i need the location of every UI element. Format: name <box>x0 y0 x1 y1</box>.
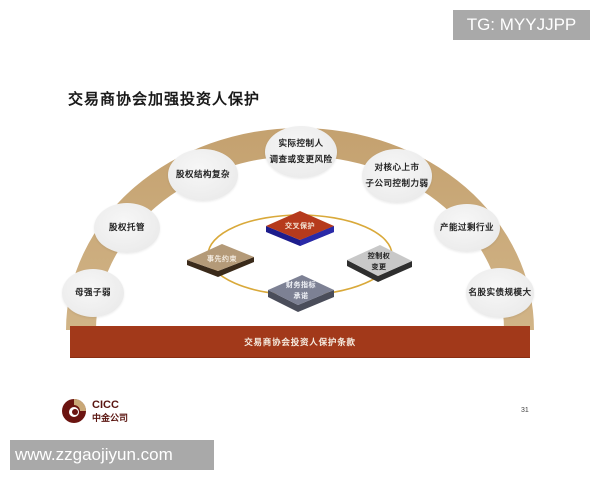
tile-cross-protection <box>266 211 334 246</box>
risk-bubble-complex-equity-structure: 股权结构复杂 <box>168 149 238 201</box>
cicc-logo-icon <box>62 399 86 423</box>
watermark-bottom: www.zzgaojiyun.com <box>10 440 214 470</box>
investor-protection-clauses-bar: 交易商协会投资人保护条款 <box>70 326 530 358</box>
page-title: 交易商协会加强投资人保护 <box>68 90 261 108</box>
risk-label: 名股实债规模大 <box>468 288 532 298</box>
risk-bubble-disguised-debt-scale: 名股实债规模大 <box>466 268 534 318</box>
risk-bubble-overcapacity-industry: 产能过剩行业 <box>434 204 500 252</box>
mechanism-label-financial-covenant: 财务指标 承诺 <box>286 280 316 300</box>
tile-financial-covenant <box>268 275 334 312</box>
risk-label-line-2: 调查或变更风险 <box>269 155 333 165</box>
risk-label-line-2: 子公司控制力弱 <box>365 179 429 189</box>
mechanism-label-change-of-control: 控制权 变更 <box>367 251 391 271</box>
risk-label: 股权结构复杂 <box>175 170 230 180</box>
mechanism-label-prior-constraint: 事先约束 <box>207 253 237 263</box>
risk-label-line-1: 对核心上市 <box>374 163 420 173</box>
risk-label: 产能过剩行业 <box>439 223 494 233</box>
risk-bubble-equity-custody: 股权托管 <box>94 203 160 253</box>
mechanism-label-cross-protection: 交叉保护 <box>285 220 315 230</box>
risk-label: 股权托管 <box>108 223 145 233</box>
cicc-logo: CICC 中金公司 <box>60 397 140 425</box>
page-number: 31 <box>521 407 529 414</box>
tile-change-of-control <box>347 245 412 282</box>
risk-bubble-weak-control-listed-sub: 对核心上市 子公司控制力弱 <box>362 149 432 203</box>
risk-label-line-1: 实际控制人 <box>278 139 324 149</box>
bar-label: 交易商协会投资人保护条款 <box>244 337 356 348</box>
risk-bubble-parent-strong-sub-weak: 母强子弱 <box>62 269 124 317</box>
logo-text-en: CICC <box>92 399 119 411</box>
watermark-top: TG: MYYJJPP <box>453 10 590 40</box>
risk-label: 母强子弱 <box>74 288 111 298</box>
logo-text-cn: 中金公司 <box>92 414 129 424</box>
tile-prior-constraint <box>187 244 254 277</box>
risk-bubble-actual-controller-risk: 实际控制人 调查或变更风险 <box>265 126 337 178</box>
